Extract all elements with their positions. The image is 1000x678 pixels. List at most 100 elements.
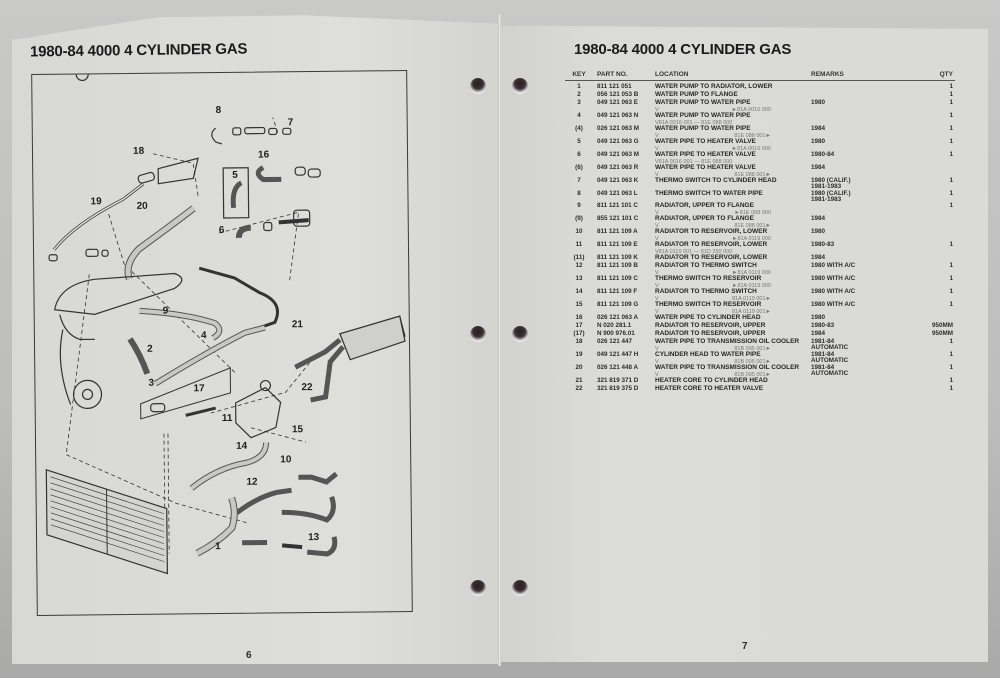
binder-hole	[470, 78, 486, 94]
cell-key: 6	[577, 151, 581, 158]
table-row: 14 811 121 109 F RADIATOR TO THERMO SWIT…	[565, 288, 955, 302]
svg-text:13: 13	[308, 532, 320, 543]
chassis-to: ►81A 0119 000	[732, 269, 771, 276]
cell-key: 9	[577, 202, 581, 210]
binder-hole	[512, 78, 528, 94]
cell-location: RADIATOR TO RESERVOIR, UPPER	[655, 331, 807, 338]
table-row: 13 811 121 109 C THERMO SWITCH TO RESERV…	[565, 275, 955, 289]
svg-text:5: 5	[232, 170, 238, 181]
binder-hole	[470, 326, 486, 342]
cell-key: 14	[575, 288, 583, 296]
chassis-from: V	[655, 345, 659, 352]
location-text: HEATER CORE TO HEATER VALVE	[655, 385, 764, 393]
cell-part-no: 049 121 063 N	[597, 112, 639, 119]
remarks-line-1: 1980	[811, 314, 826, 322]
remarks-line-2: AUTOMATIC	[811, 357, 849, 365]
chassis-to: 81B 095 001►	[734, 345, 771, 352]
table-row: 8 049 121 063 L THERMO SWITCH TO WATER P…	[565, 189, 955, 204]
location-text: RADIATOR TO RESERVOIR, LOWER	[655, 228, 768, 236]
cell-part-no: 811 121 109 K	[597, 254, 638, 262]
remarks-line-1: 1980-83	[811, 241, 835, 249]
svg-text:8: 8	[216, 105, 222, 116]
table-row: 20 026 121 448 A WATER PIPE TO TRANSMISS…	[565, 364, 955, 378]
table-row: (6) 049 121 063 R WATER PIPE TO HEATER V…	[565, 164, 955, 179]
cell-part-no: 026 121 063 A	[597, 314, 639, 322]
svg-text:11: 11	[222, 413, 233, 424]
cell-remarks: 1980 WITH A/C	[807, 262, 921, 269]
chassis-from: V	[655, 171, 659, 178]
location-text: RADIATOR TO RESERVOIR, UPPER	[655, 322, 766, 330]
svg-text:1: 1	[215, 541, 221, 552]
location-text: RADIATOR TO THERMO SWITCH	[655, 288, 757, 296]
cell-part-no: 811 121 109 C	[597, 275, 638, 283]
table-row: 3 049 121 063 E WATER PUMP TO WATER PIPE…	[565, 99, 955, 113]
table-row: 7 049 121 063 K THERMO SWITCH TO CYLINDE…	[565, 177, 955, 191]
remarks-line-1: 1981-84	[811, 351, 835, 359]
cell-qty: 1	[949, 377, 953, 385]
remarks-line-1: 1984	[811, 215, 826, 223]
remarks-line-1: 1980	[811, 228, 826, 236]
location-text: WATER PUMP TO RADIATOR, LOWER	[655, 83, 773, 90]
svg-text:15: 15	[292, 424, 304, 435]
parts-table-body: 1 811 121 051 WATER PUMP TO RADIATOR, LO…	[565, 83, 955, 394]
table-row: (4) 026 121 063 M WATER PUMP TO WATER PI…	[565, 125, 955, 140]
cell-key: 13	[575, 275, 583, 283]
cell-remarks: 1984	[807, 164, 921, 171]
chassis-range: V ►81A 0119 000	[655, 283, 807, 290]
cell-location: WATER PUMP TO WATER PIPE V 81E 088 001►	[655, 125, 807, 140]
chassis-range: V 81E 088 001►	[655, 133, 807, 140]
cell-location: WATER PUMP TO WATER PIPE V ►81A 0016 000	[655, 99, 807, 113]
cell-location: THERMO SWITCH TO CYLINDER HEAD	[655, 177, 807, 185]
cell-part-no: 049 121 063 E	[597, 99, 638, 106]
chassis-from: V81A 0119 001 — 81D 250 000	[655, 248, 733, 255]
remarks-line-1: 1981-84	[811, 364, 835, 372]
svg-text:2: 2	[147, 344, 153, 355]
remarks-line-1: 1984	[811, 254, 826, 262]
cell-key: 22	[575, 385, 583, 393]
cell-location: RADIATOR TO RESERVOIR, LOWER	[655, 255, 807, 262]
location-text: WATER PUMP TO WATER PIPE	[655, 99, 751, 106]
left-page-title: 1980-84 4000 4 CYLINDER GAS	[29, 40, 248, 61]
chassis-from: V	[655, 145, 659, 152]
location-text: WATER PIPE TO TRANSMISSION OIL COOLER	[655, 338, 800, 346]
table-row: 4 049 121 063 N WATER PUMP TO WATER PIPE…	[565, 112, 955, 127]
remarks-line-2: AUTOMATIC	[811, 370, 849, 378]
svg-text:7: 7	[288, 117, 294, 128]
table-row: 12 811 121 109 B RADIATOR TO THERMO SWIT…	[565, 262, 955, 276]
cell-key: 8	[577, 189, 581, 197]
chassis-range: V81A 0016 001 — 81E 088 000	[655, 120, 807, 127]
cell-key: (9)	[575, 215, 583, 223]
chassis-range: V 81E 088 001►	[655, 171, 807, 179]
chassis-range: V ►81E 088 000	[655, 210, 807, 217]
location-text: RADIATOR TO THERMO SWITCH	[655, 262, 757, 270]
svg-text:14: 14	[236, 441, 248, 452]
cell-location: RADIATOR TO RESERVOIR, LOWER V ►81A 0119…	[655, 229, 807, 242]
location-text: THERMO SWITCH TO CYLINDER HEAD	[655, 177, 777, 184]
cell-key: 5	[577, 138, 581, 145]
cell-key: 7	[577, 177, 581, 184]
remarks-line-1: 1980-84	[811, 151, 835, 158]
parts-table-header: KEY PART NO. LOCATION REMARKS QTY	[565, 66, 955, 81]
chassis-to: ►81A 0016 000	[731, 106, 771, 113]
table-row: 19 049 121 447 H CYLINDER HEAD TO WATER …	[565, 351, 955, 365]
svg-text:4: 4	[201, 330, 207, 341]
cell-part-no: N 020 281.1	[597, 322, 632, 330]
cell-remarks: 1980	[807, 314, 921, 322]
cell-location: RADIATOR TO THERMO SWITCH V ►81A 0119 00…	[655, 263, 807, 276]
cell-location: RADIATOR TO THERMO SWITCH V 81A 0119 001…	[655, 289, 807, 302]
chassis-from: V	[655, 358, 659, 365]
cell-remarks: 1980 WITH A/C	[807, 275, 921, 282]
cell-key: 3	[577, 99, 581, 106]
header-key: KEY	[572, 70, 586, 78]
table-row: 1 811 121 051 WATER PUMP TO RADIATOR, LO…	[565, 83, 955, 92]
cell-location: THERMO SWITCH TO RESERVOIR V ►81A 0119 0…	[655, 276, 807, 289]
table-row: 11 811 121 109 E RADIATOR TO RESERVOIR, …	[565, 241, 955, 255]
binder-hole	[470, 580, 486, 596]
chassis-range: V 81A 0119 001►	[655, 309, 807, 316]
cell-remarks: 1980	[807, 138, 921, 145]
cell-key: (6)	[575, 164, 583, 171]
cell-part-no: 049 121 063 L	[597, 189, 638, 197]
chassis-to: ►81A 0016 000	[731, 145, 771, 152]
table-row: (11) 811 121 109 K RADIATOR TO RESERVOIR…	[565, 254, 955, 263]
location-text: THERMO SWITCH TO RESERVOIR	[655, 301, 762, 309]
